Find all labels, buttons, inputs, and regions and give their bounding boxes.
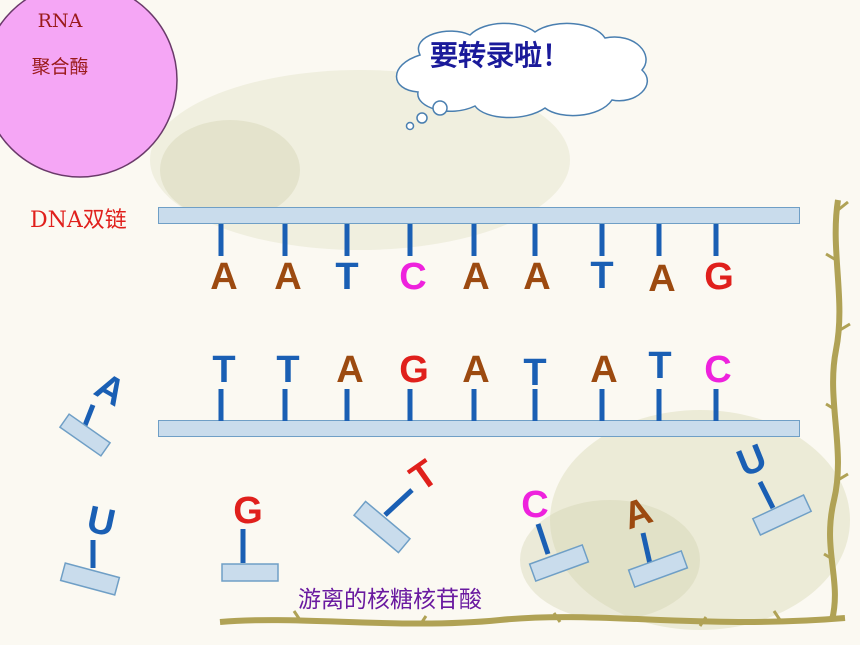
bottom-base-7: A <box>590 349 618 391</box>
top-bond-tick-9 <box>713 224 719 256</box>
top-base-5: A <box>462 256 490 298</box>
bottom-base-4: G <box>399 349 429 391</box>
free-nucleotides-label: 游离的核糖核苷酸 <box>298 587 482 613</box>
bottom-bond-tick-4 <box>407 389 413 421</box>
top-base-4: C <box>399 256 427 298</box>
free-nucleotide-5-body <box>528 523 590 582</box>
free-nucleotide-2-body <box>59 540 121 596</box>
bottom-base-3: A <box>336 349 364 391</box>
bottom-bond-tick-6 <box>532 389 538 421</box>
bottom-bond-tick-1 <box>218 389 224 421</box>
top-bond-tick-3 <box>344 224 350 256</box>
bottom-base-5: A <box>462 349 490 391</box>
top-bond-tick-2 <box>282 224 288 256</box>
top-base-7: T <box>590 255 614 297</box>
vine-bottom <box>219 614 846 627</box>
enzyme-label-line2: 聚合酶 <box>31 56 89 78</box>
top-base-9: G <box>704 256 734 298</box>
top-base-8: A <box>648 258 676 300</box>
bottom-base-9: C <box>704 349 732 391</box>
top-bond-tick-6 <box>532 224 538 256</box>
free-nucleotide-6-body <box>627 532 689 588</box>
top-base-6: A <box>523 256 551 298</box>
bottom-base-8: T <box>648 345 672 387</box>
vine-right <box>827 199 843 621</box>
speech-bubble-shape <box>395 22 649 131</box>
bottom-base-1: T <box>212 349 236 391</box>
bottom-bond-tick-7 <box>599 389 605 421</box>
bottom-bond-tick-9 <box>713 389 719 421</box>
free-nucleotide-5-letter: C <box>521 484 549 526</box>
dna-top-strand <box>158 207 800 224</box>
bottom-bond-tick-2 <box>282 389 288 421</box>
top-bond-tick-1 <box>218 224 224 256</box>
free-nucleotide-3-body <box>221 529 279 582</box>
bottom-bond-tick-3 <box>344 389 350 421</box>
free-nucleotide-4-body <box>352 488 414 554</box>
rna-polymerase-shape <box>0 0 178 178</box>
free-nucleotide-1-body <box>58 404 112 457</box>
free-nucleotide-7-body <box>751 480 813 536</box>
top-base-3: T <box>335 256 359 298</box>
top-bond-tick-7 <box>599 224 605 256</box>
bottom-bond-tick-8 <box>656 389 662 421</box>
top-bond-tick-4 <box>407 224 413 256</box>
speech-bubble-text: 要转录啦！ <box>430 39 571 72</box>
free-nucleotide-3-letter: G <box>233 490 263 532</box>
bottom-base-6: T <box>523 352 547 394</box>
bottom-bond-tick-5 <box>471 389 477 421</box>
dna-label: DNA双链 <box>30 208 127 233</box>
top-base-2: A <box>274 256 302 298</box>
enzyme-label-line1: RNA <box>37 10 83 32</box>
dna-bottom-strand <box>158 420 800 437</box>
top-bond-tick-5 <box>471 224 477 256</box>
bottom-base-2: T <box>276 349 300 391</box>
top-bond-tick-8 <box>656 224 662 256</box>
top-base-1: A <box>210 256 238 298</box>
